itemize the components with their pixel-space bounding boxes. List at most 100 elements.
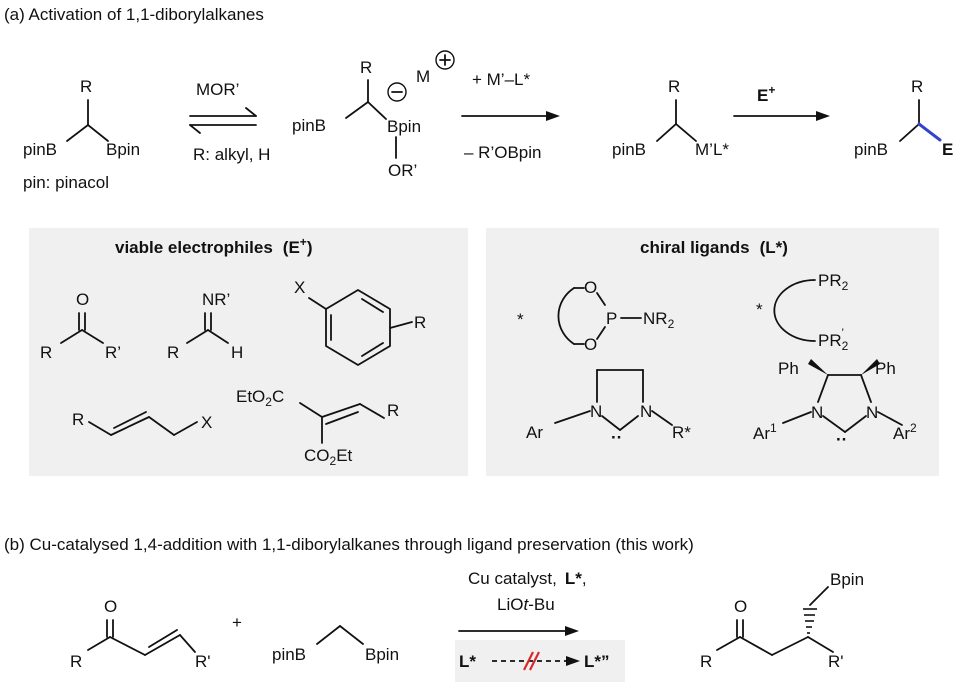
ligand-label: L*” <box>584 652 610 671</box>
carbene-lone-pair: ·· <box>836 430 847 449</box>
substituent-r: R <box>70 652 82 671</box>
substituent-r: R <box>700 652 712 671</box>
leaving-group-x: X <box>201 413 212 432</box>
halide-label: X <box>294 278 305 297</box>
aryl-label: Ar1 <box>753 421 777 443</box>
substituent-r-prime: R' <box>195 652 211 671</box>
ligand-label: L* <box>459 652 476 671</box>
bpin-label: Bpin <box>830 570 864 589</box>
aryl-label: Ar <box>526 423 543 442</box>
phosphorus-label: P <box>606 309 617 328</box>
no-conversion-mark <box>523 651 534 671</box>
reaction-conditions: Cu catalyst,L*, LiOt-Bu <box>458 569 587 636</box>
electrophile-label: E+ <box>757 83 775 105</box>
pinb-label: pinB <box>23 140 57 159</box>
substituent-r: R <box>387 401 399 420</box>
electrophile-group: E <box>942 140 953 159</box>
oxygen-label: O <box>76 290 89 309</box>
pinb-label: pinB <box>292 116 326 135</box>
ketone-structure: O R R’ <box>40 290 121 362</box>
hydrogen-label: H <box>231 343 243 362</box>
chiral-nhc-ligand: Ph Ph Ar1 N N Ar2 ·· <box>753 359 917 449</box>
organometal-intermediate: R pinB M’L* <box>612 77 729 159</box>
oxygen-label: O <box>584 335 597 354</box>
nitrogen-label: N <box>811 403 823 422</box>
ligand-metal-reagent: + M’–L* <box>472 70 530 89</box>
ester-label: EtO2C <box>236 387 284 409</box>
phenyl-label: Ph <box>778 359 799 378</box>
negative-charge-icon <box>387 82 407 102</box>
bpin-label: Bpin <box>106 140 140 159</box>
section-a-title: (a) Activation of 1,1-diborylalkanes <box>4 5 264 24</box>
oxygen-label: O <box>584 278 597 297</box>
substituent-r: R <box>414 313 426 332</box>
allylic-electrophile-structure: R X <box>72 410 212 436</box>
nitrogen-label: N <box>640 402 652 421</box>
chirality-star: * <box>756 300 763 319</box>
catalyst-label: Cu catalyst,L*, <box>468 569 587 588</box>
electrophiles-title: viable electrophiles(E+) <box>115 235 312 257</box>
plus-sign: + <box>232 613 242 632</box>
nitrogen-label: N <box>866 403 878 422</box>
transmetalation-arrow: + M’–L* – R’OBpin <box>461 70 560 162</box>
pinb-label: pinB <box>854 140 888 159</box>
imine-nitrogen: NR’ <box>202 290 230 309</box>
substituent-r: R <box>72 410 84 429</box>
nhc-ligand: Ar N N R* ·· <box>526 369 691 447</box>
ester-label: CO2Et <box>304 446 353 468</box>
equilibrium-arrow: MOR’ R: alkyl, H <box>189 80 270 164</box>
electrophiles-panel <box>29 228 468 476</box>
base-label: LiOt-Bu <box>497 595 555 614</box>
diphosphine-ligand: * PR2 PR2’ <box>756 271 849 353</box>
functionalized-product: R pinB E <box>854 77 953 159</box>
pinb-label: pinB <box>612 140 646 159</box>
phosphoramidite-ligand: * O P O NR2 <box>517 278 675 354</box>
pinb-label: pinB <box>272 645 306 664</box>
nitrogen-label: N <box>590 402 602 421</box>
electrophile-arrow: E+ <box>733 83 830 121</box>
ligand-preservation-inset: L* L*” <box>455 640 625 682</box>
diborylmethane-reagent: pinB Bpin <box>272 625 399 664</box>
oxygen-label: O <box>104 597 117 616</box>
substituent-r: R <box>40 343 52 362</box>
oxygen-label: O <box>734 597 747 616</box>
phosphine-label: PR2’ <box>818 326 849 353</box>
aryl-label: Ar2 <box>893 421 917 443</box>
substituent-r: R <box>167 343 179 362</box>
section-b-title: (b) Cu-catalysed 1,4-addition with 1,1-d… <box>4 535 694 554</box>
substituent-r: R <box>911 77 923 96</box>
phosphine-label: PR2 <box>818 271 849 293</box>
imine-structure: NR’ R H <box>167 290 243 362</box>
chirality-star: * <box>517 310 524 329</box>
conjugate-addition-product: O R R' Bpin <box>700 570 864 671</box>
metal-counterion: M <box>416 67 430 86</box>
substituent-r-prime: R’ <box>105 343 121 362</box>
r-definition: R: alkyl, H <box>193 145 270 164</box>
borate-complex: R pinB Bpin OR’ M <box>292 50 455 180</box>
alkylidene-malonate-structure: EtO2C CO2Et R <box>236 387 399 468</box>
carbene-lone-pair: ·· <box>611 428 622 447</box>
chiral-substituent: R* <box>672 423 691 442</box>
substituent-r: R <box>80 77 92 96</box>
enone-substrate: O R R' <box>70 597 211 671</box>
ligands-title: chiral ligands(L*) <box>640 238 788 257</box>
aryl-halide-structure: X R <box>294 278 426 366</box>
diborylalkane-substrate: R pinB Bpin pin: pinacol <box>23 77 140 192</box>
substituent-r: R <box>360 58 372 77</box>
new-bond-highlight <box>917 122 942 142</box>
pinacol-note: pin: pinacol <box>23 173 109 192</box>
positive-charge-icon <box>435 50 455 70</box>
substituent-r: R <box>668 77 680 96</box>
ligands-panel <box>486 228 939 476</box>
phenyl-label: Ph <box>875 359 896 378</box>
byproduct-label: – R’OBpin <box>464 143 541 162</box>
alkoxide-label: OR’ <box>388 161 417 180</box>
mor-reagent: MOR’ <box>196 80 239 99</box>
substituent-r-prime: R' <box>828 652 844 671</box>
bpin-label: Bpin <box>365 645 399 664</box>
amine-label: NR2 <box>643 309 675 331</box>
metal-ligand-label: M’L* <box>695 140 729 159</box>
hashed-wedge-bond <box>803 608 817 634</box>
bpin-label: Bpin <box>387 117 421 136</box>
